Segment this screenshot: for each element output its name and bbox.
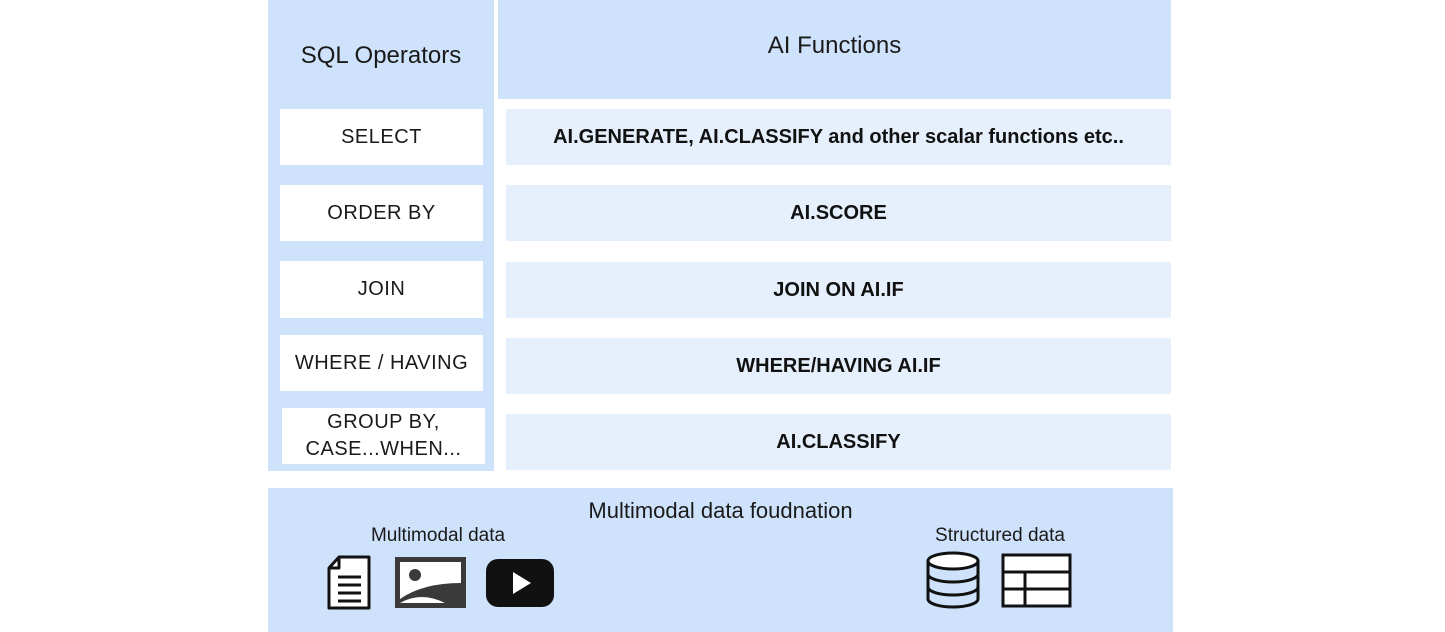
function-where-having-ai-if: WHERE/HAVING AI.IF	[506, 338, 1171, 394]
image-icon	[395, 557, 466, 608]
operator-select: SELECT	[280, 109, 483, 165]
ai-functions-title: AI Functions	[767, 32, 902, 59]
database-icon	[926, 551, 980, 609]
ai-functions-header	[498, 0, 1171, 99]
operator-where-having: WHERE / HAVING	[280, 335, 483, 391]
sql-operators-title: SQL Operators	[300, 42, 462, 69]
document-icon	[327, 555, 371, 610]
operator-group-by-case-when: GROUP BY, CASE...WHEN...	[282, 408, 485, 464]
function-ai-classify: AI.CLASSIFY	[506, 414, 1171, 470]
foundation-title: Multimodal data foudnation	[588, 498, 853, 523]
table-icon	[1001, 553, 1072, 608]
operator-join: JOIN	[280, 261, 483, 318]
video-icon	[486, 559, 554, 607]
structured-data-label: Structured data	[935, 525, 1065, 546]
multimodal-data-label: Multimodal data	[370, 525, 506, 546]
function-ai-score: AI.SCORE	[506, 185, 1171, 241]
function-scalar: AI.GENERATE, AI.CLASSIFY and other scala…	[506, 109, 1171, 165]
operator-order-by: ORDER BY	[280, 185, 483, 241]
function-join-on-ai-if: JOIN ON AI.IF	[506, 262, 1171, 318]
